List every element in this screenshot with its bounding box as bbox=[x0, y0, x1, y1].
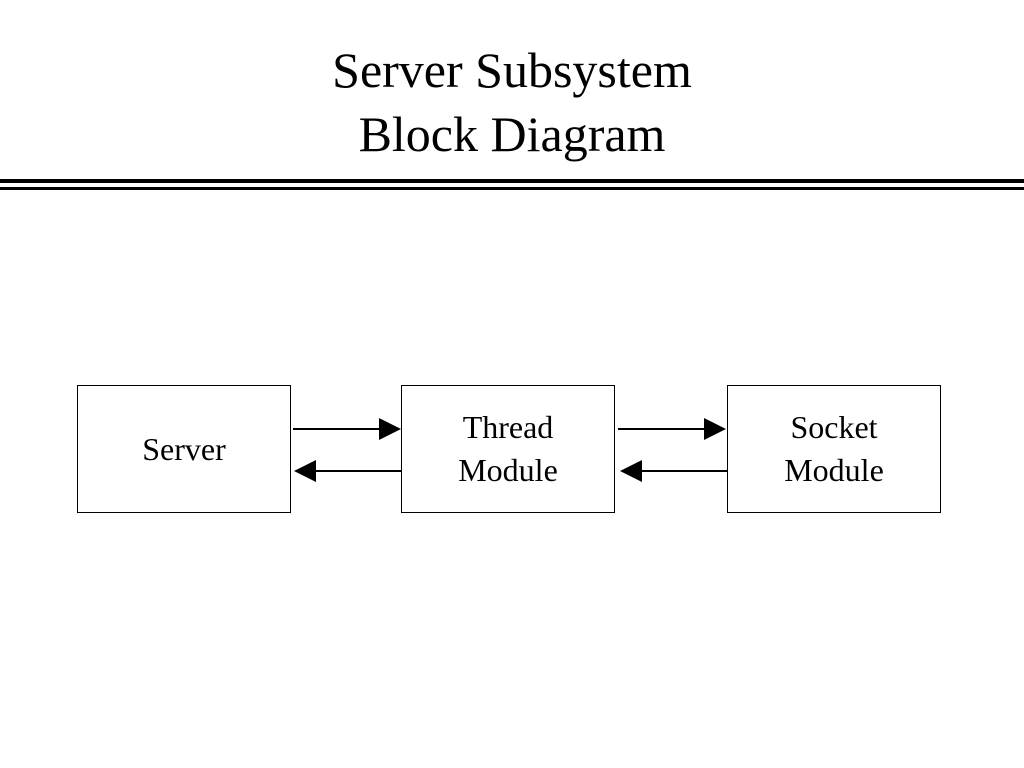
server-block: Server bbox=[77, 385, 291, 513]
socket-module-label-line-2: Module bbox=[784, 452, 884, 488]
title-line-2: Block Diagram bbox=[358, 106, 666, 162]
title-line-1: Server Subsystem bbox=[332, 42, 692, 98]
thread-module-label-line-1: Thread bbox=[462, 409, 554, 445]
socket-module-block: Socket Module bbox=[727, 385, 941, 513]
thread-module-block: Thread Module bbox=[401, 385, 615, 513]
arrow-thread-to-socket bbox=[618, 418, 726, 440]
thread-module-label-line-2: Module bbox=[458, 452, 558, 488]
title-divider-thin bbox=[0, 187, 1024, 190]
arrow-server-to-thread bbox=[293, 418, 401, 440]
arrow-thread-to-server bbox=[294, 460, 401, 482]
slide-title: Server Subsystem Block Diagram bbox=[0, 38, 1024, 166]
server-block-label: Server bbox=[142, 430, 226, 467]
socket-module-label-line-1: Socket bbox=[790, 409, 878, 445]
title-divider-thick bbox=[0, 179, 1024, 183]
arrow-socket-to-thread bbox=[620, 460, 727, 482]
